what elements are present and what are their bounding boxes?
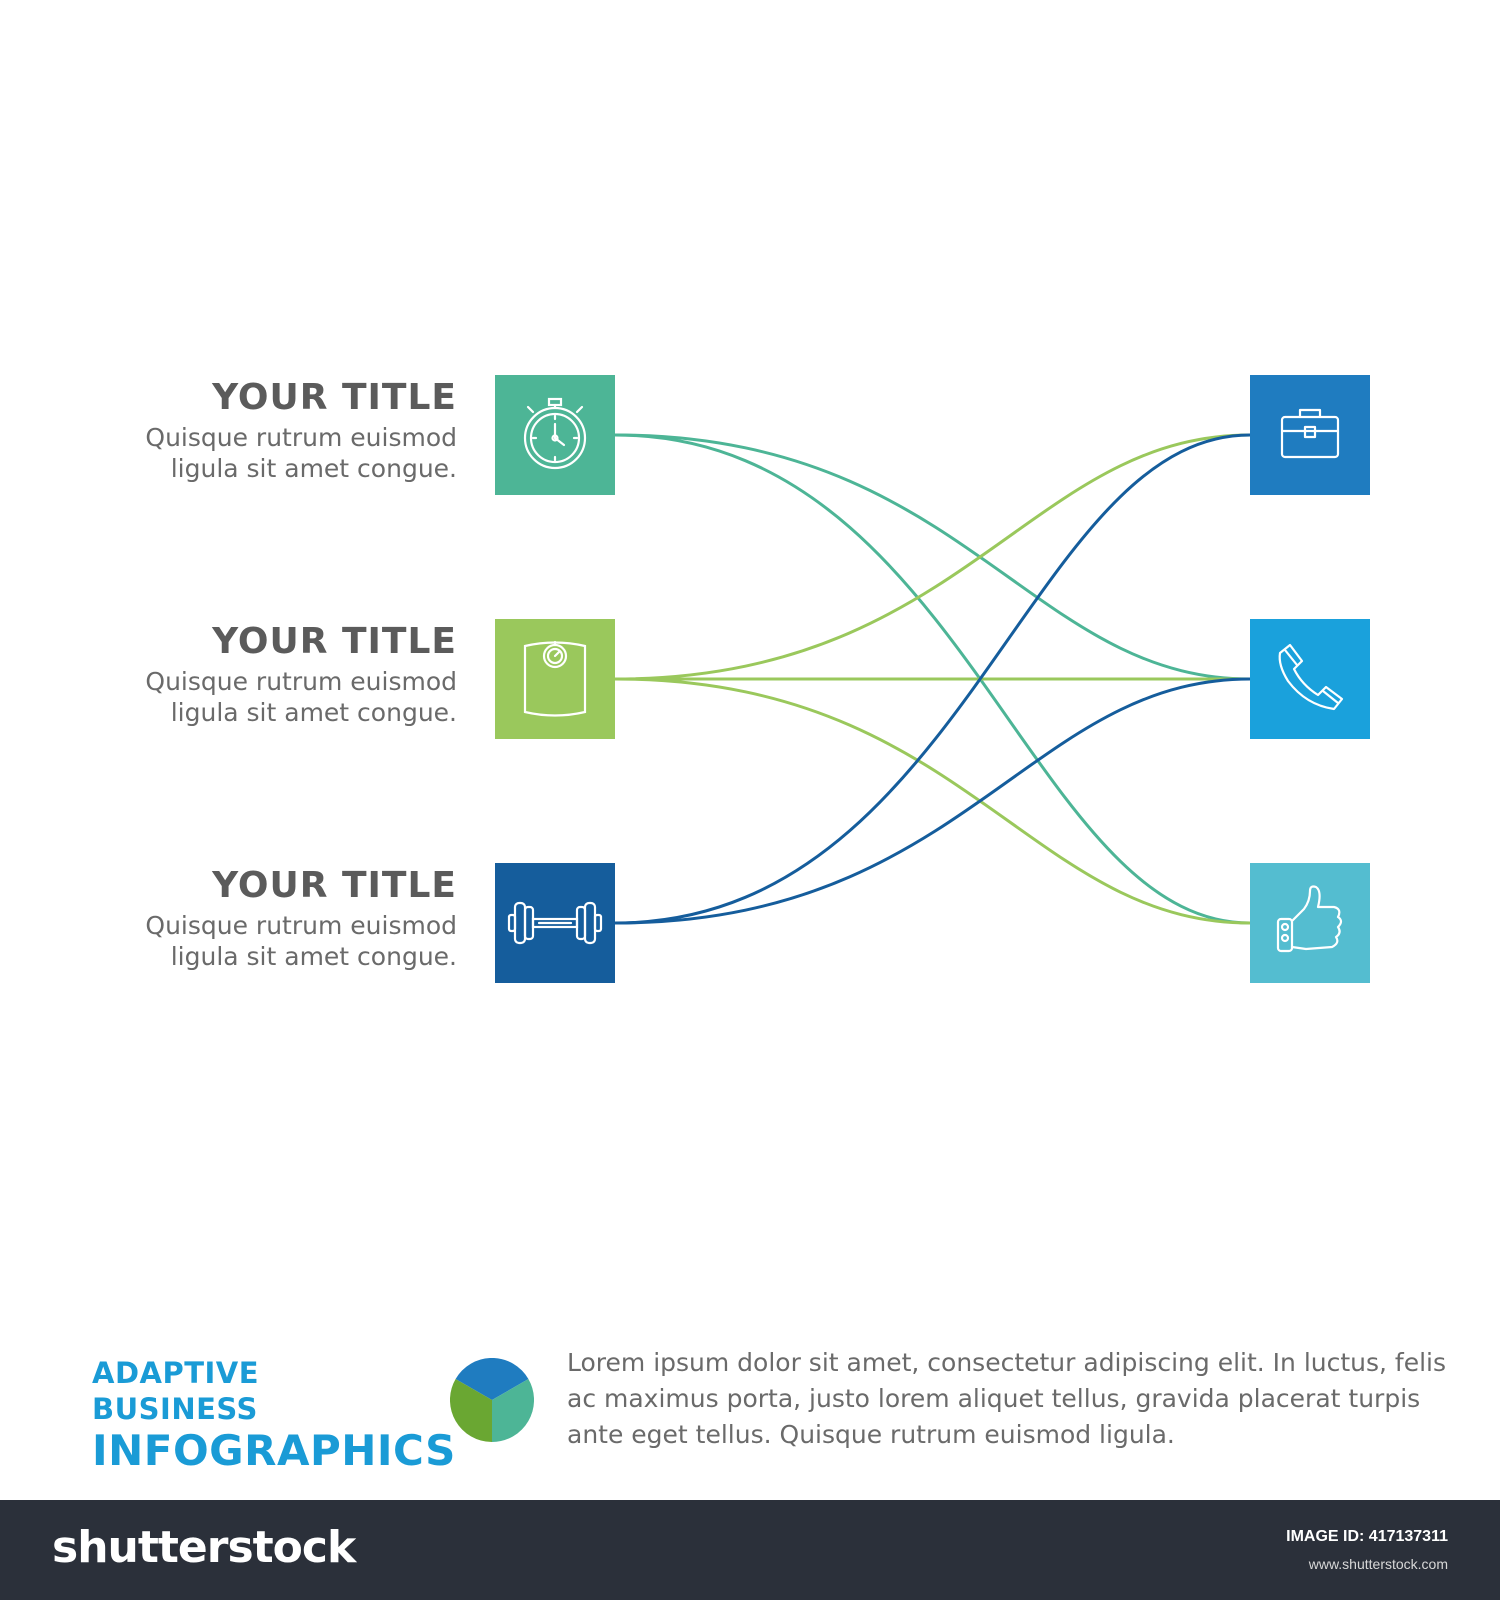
left-item-2-desc-line2: ligula sit amet congue.: [170, 698, 457, 727]
connection-line-7: [614, 677, 1251, 925]
left-tile-dumbbell: [495, 863, 615, 983]
connection-line-1: [614, 433, 1251, 681]
left-item-2-desc-line1: Quisque rutrum euismod: [145, 667, 457, 696]
connection-line-5: [614, 677, 1251, 925]
left-item-1-title: YOUR TITLE: [212, 377, 457, 418]
infographic-canvas: YOUR TITLE Quisque rutrum euismod ligula…: [17, 375, 1447, 1475]
scale-icon: [495, 619, 615, 739]
right-tile-phone: [1250, 619, 1370, 739]
right-tile-briefcase: [1250, 375, 1370, 495]
brand-title: ADAPTIVE BUSINESS INFOGRAPHICS: [92, 1355, 456, 1475]
left-item-1-desc-line1: Quisque rutrum euismod: [145, 423, 457, 452]
footer-brand: shutterstock: [52, 1522, 356, 1573]
connection-line-3: [614, 433, 1251, 681]
left-item-1-desc-line2: ligula sit amet congue.: [170, 454, 457, 483]
left-item-3-desc-line2: ligula sit amet congue.: [170, 942, 457, 971]
footer-image-id: IMAGE ID: 417137311: [1286, 1528, 1448, 1545]
connection-lines: [614, 433, 1251, 925]
phone-icon: [1250, 619, 1370, 739]
right-tile-thumbs-up: [1250, 863, 1370, 983]
connection-line-6: [614, 433, 1251, 925]
brand-line2: INFOGRAPHICS: [92, 1426, 456, 1475]
description-paragraph: Lorem ipsum dolor sit amet, consectetur …: [567, 1348, 1447, 1449]
left-item-2-text: YOUR TITLE Quisque rutrum euismod ligula…: [17, 622, 457, 728]
thumbs-up-icon: [1250, 863, 1370, 983]
left-item-3-title: YOUR TITLE: [212, 865, 457, 906]
left-tile-scale: [495, 619, 615, 739]
footer-bar: shutterstock IMAGE ID: 417137311 www.shu…: [0, 1500, 1500, 1600]
left-item-3-text: YOUR TITLE Quisque rutrum euismod ligula…: [17, 866, 457, 972]
left-tile-stopwatch: [495, 375, 615, 495]
left-item-1-text: YOUR TITLE Quisque rutrum euismod ligula…: [17, 378, 457, 484]
left-item-2-title: YOUR TITLE: [212, 621, 457, 662]
stopwatch-icon: [495, 375, 615, 495]
left-item-3-desc-line1: Quisque rutrum euismod: [145, 911, 457, 940]
briefcase-icon: [1250, 375, 1370, 495]
footer-url: www.shutterstock.com: [1308, 1556, 1448, 1572]
dumbbell-icon: [495, 863, 615, 983]
brand-line1: ADAPTIVE BUSINESS: [92, 1356, 260, 1426]
brand-logo-icon: [450, 1358, 534, 1442]
